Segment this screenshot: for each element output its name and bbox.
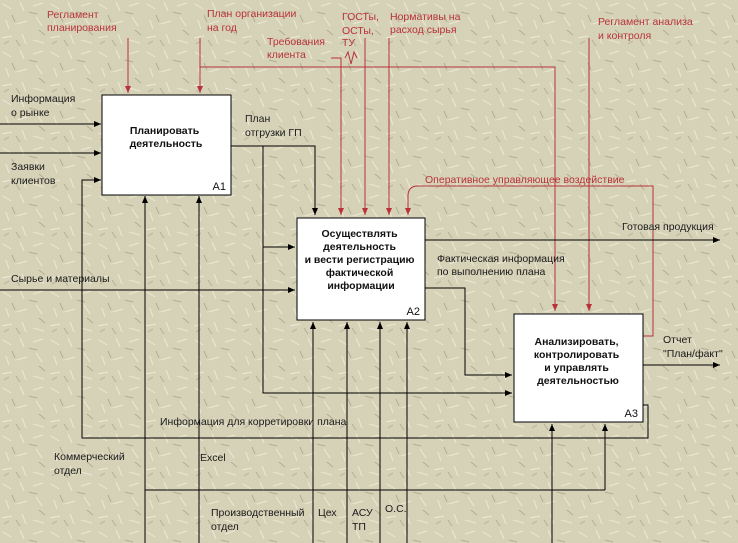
label-customer-orders: Заявки клиентов: [11, 161, 56, 187]
arrow-operational-control: [405, 185, 654, 337]
a3-title-line-1: Анализировать,: [535, 336, 619, 348]
arrow-actual-info: [425, 287, 512, 378]
label-operational-control: Оперативное управляющее воздействие: [425, 174, 625, 186]
tunnel-squiggle: [344, 50, 358, 65]
box-a3[interactable]: Анализировать, контролировать и управлят…: [513, 313, 644, 423]
label-analysis-regulation: Регламент анализа и контроля: [598, 16, 696, 42]
label-customer-requirements: Требования клиента: [267, 36, 328, 61]
a3-id: A3: [625, 408, 638, 420]
flow-arrows: [0, 121, 720, 543]
label-excel: Excel: [200, 452, 226, 464]
label-plan-correction: Информация для корретировки плана: [160, 416, 347, 428]
svg-text:Осуществлять деятельност: Осуществлять деятельность и вести регист…: [305, 228, 418, 292]
a3-title-line-3: и управлять: [544, 362, 609, 374]
label-raw-materials: Сырье и материалы: [11, 273, 110, 285]
label-commercial-dept: Коммерческий отдел: [54, 451, 128, 477]
label-finished-goods: Готовая продукция: [622, 221, 714, 233]
label-org-plan: План организации на год: [207, 8, 299, 34]
a2-title-line-4: фактической: [326, 267, 394, 279]
control-arrows: [125, 38, 654, 337]
a2-title-line-2: деятельность: [323, 241, 396, 253]
a1-title-line-1: Планировать: [130, 125, 200, 137]
label-norms: Нормативы на расход сырья: [390, 11, 463, 36]
label-planning-regulation: Регламент планирования: [47, 9, 117, 34]
a2-title-line-1: Осуществлять: [321, 228, 398, 240]
label-report: Отчет "План/факт": [663, 334, 723, 360]
a1-title-line-2: деятельность: [130, 138, 203, 150]
arrow-plan-correction: [81, 177, 649, 439]
label-shipment-plan: План отгрузки ГП: [245, 113, 302, 139]
box-a1[interactable]: Планировать деятельность A1: [101, 94, 232, 196]
a3-title-line-4: деятельностью: [537, 375, 619, 387]
arrow-shipment-plan: [231, 145, 318, 215]
box-a2[interactable]: Осуществлять деятельность и вести регист…: [296, 217, 426, 321]
label-gost: ГОСТы, ОСТы, ТУ: [342, 11, 382, 49]
a3-title-line-2: контролировать: [534, 349, 620, 361]
a2-title-line-5: информации: [327, 280, 394, 292]
a2-title-line-3: и вести регистрацию: [305, 254, 415, 266]
label-asu-tp: АСУ ТП: [352, 507, 376, 533]
label-market-info: Информация о рынке: [11, 93, 78, 119]
svg-text:Планировать деятельность: Планировать деятельность: [130, 125, 203, 150]
label-production-dept: Производственный отдел: [211, 507, 307, 533]
a2-id: A2: [407, 306, 420, 318]
arrow-org-plan-to-a3: [200, 66, 558, 311]
svg-text:Анализировать, контролир: Анализировать, контролировать и управлят…: [534, 336, 622, 387]
label-workshop: Цех: [318, 507, 337, 519]
a1-id: A1: [213, 181, 226, 193]
label-actual-info: Фактическая информация по выполнению пла…: [437, 253, 568, 278]
label-os: О.С.: [385, 503, 407, 515]
arrow-customer-requirements: [331, 57, 344, 215]
arrow-shipment-plan-to-a3: [262, 247, 512, 396]
